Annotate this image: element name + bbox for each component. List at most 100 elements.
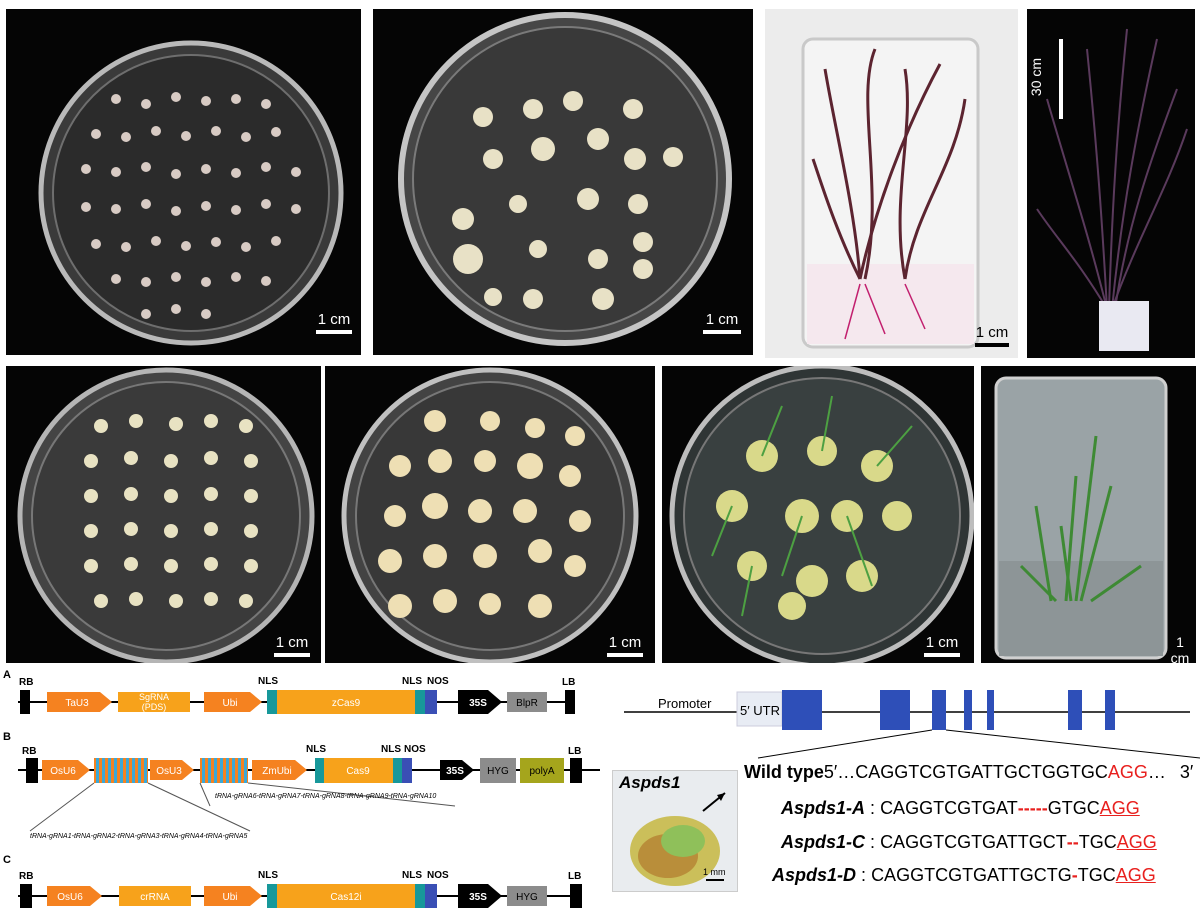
scale-bar: 1 cm <box>274 634 310 657</box>
array1-callout-line-right <box>147 782 251 832</box>
ubi-label: Ubi <box>222 892 237 903</box>
lb-label: LB <box>568 871 581 882</box>
deletion-gap: - <box>1071 865 1078 885</box>
exon-6 <box>1068 690 1082 730</box>
scale-label: 1 cm <box>317 311 351 328</box>
panel-label: A <box>3 669 11 681</box>
scale-bar: 1 cm <box>924 634 960 657</box>
nls-block-2 <box>415 690 425 714</box>
polya-label: polyA <box>529 766 554 777</box>
osu3-label: OsU3 <box>156 766 182 777</box>
scale-bar: 1 cm <box>607 634 643 657</box>
cas9-cds <box>324 758 393 783</box>
deletion-gap: ----- <box>1017 798 1048 818</box>
suffix-sequence: TGC <box>1077 865 1116 885</box>
vector-construct-diagrams: A RB TaU3 SgRNA (PDS) Ubi NLS zCas9 NLS … <box>3 669 600 908</box>
osu6-label: OsU6 <box>50 766 76 777</box>
nls-block-1 <box>267 690 277 714</box>
p35s-label: 35S <box>469 698 487 709</box>
scale-bar: 1 cm <box>1167 634 1193 663</box>
zoom-line-left <box>757 729 933 759</box>
rb-label: RB <box>22 746 36 757</box>
nos-terminator <box>402 758 412 783</box>
lb-label: LB <box>562 677 575 688</box>
scale-bar: 1 cm <box>316 311 352 334</box>
tau3-label: TaU3 <box>65 698 89 709</box>
cas12i-label: Cas12i <box>330 892 361 903</box>
panel-label: B <box>3 731 11 743</box>
trna-grna-array-1 <box>94 758 148 783</box>
panel-label: C <box>3 854 11 866</box>
array2-callout-line-right <box>247 782 456 807</box>
mutant-name: Aspds1-D <box>772 865 857 885</box>
nls-label-1: NLS <box>258 870 278 881</box>
blpr-marker <box>507 692 547 712</box>
lb-label: LB <box>568 746 581 757</box>
osu3-promoter <box>150 760 194 780</box>
array1-sequence-label: tRNA-gRNA1-tRNA-gRNA2-tRNA-gRNA3-tRNA-gR… <box>30 833 248 840</box>
lb-border <box>565 690 575 714</box>
sgrna-pds <box>118 692 190 712</box>
wild-type-row: Wild type5′…CAGGTCGTGATTGCTGGTGCAGG…3′ <box>744 762 1193 783</box>
exon-2 <box>880 690 910 730</box>
hyg-marker <box>507 886 547 906</box>
zcas9-label: zCas9 <box>332 698 361 709</box>
crrna-label: crRNA <box>140 892 170 903</box>
wild-type-label: Wild type <box>744 762 824 782</box>
array1-callout-line-left <box>29 782 95 832</box>
deletion-gap: -- <box>1066 832 1079 852</box>
scale-bar <box>706 879 724 881</box>
scale-label: 1 cm <box>1170 634 1190 663</box>
pam-sequence: AGG <box>1107 762 1148 782</box>
photo-callus-plate-1: 1 cm <box>6 9 361 355</box>
exon-4 <box>964 690 972 730</box>
mutant-name: Aspds1-A <box>781 798 866 818</box>
exon-5 <box>987 690 994 730</box>
p35s-label: 35S <box>446 766 464 777</box>
alignment-row: Aspds1-C : CAGGTCGTGATTGCT--TGCAGG <box>781 832 1157 853</box>
mutant-name: Aspds1-C <box>781 832 866 852</box>
prefix-sequence: CAGGTCGTGATTGCT <box>880 832 1067 852</box>
three-prime-label: 3′ <box>1179 762 1194 782</box>
osu6-promoter <box>47 886 102 906</box>
nls-label-1: NLS <box>258 676 278 687</box>
scale-bar: 1 cm <box>703 311 741 334</box>
scale-bar: 1 cm <box>975 324 1009 347</box>
prefix-sequence: CAGGTCGTGAT <box>880 798 1018 818</box>
scale-label: 30 cm <box>1028 57 1045 97</box>
blpr-label: BlpR <box>516 698 538 709</box>
rb-border <box>20 690 30 714</box>
scale-label: 1 cm <box>925 634 959 651</box>
five-prime-label: 5′… <box>823 762 856 782</box>
mutant-label: Aspds1 <box>619 773 681 792</box>
nls-label-2: NLS <box>381 744 401 755</box>
photo-shoot-regeneration-plate: 1 cm <box>662 366 974 663</box>
nls-label-1: NLS <box>306 744 326 755</box>
wt-sequence: CAGGTCGTGATTGCTGGTGC <box>855 762 1108 782</box>
osu6-promoter <box>42 760 90 780</box>
photo-green-plantlet-jar: 1 cm <box>981 366 1196 663</box>
osu6-label: OsU6 <box>57 892 83 903</box>
ubi-label: Ubi <box>222 698 237 709</box>
scale-label: 1 cm <box>705 311 739 328</box>
nos-label: NOS <box>427 870 449 881</box>
p35s-promoter <box>440 760 474 780</box>
photo-aspds1-albino-mutant: Aspds1 1 mm <box>612 770 738 892</box>
hyg-marker <box>480 758 516 783</box>
nls-block-1 <box>267 884 277 908</box>
exon-1 <box>782 690 822 730</box>
alignment-row: Aspds1-D : CAGGTCGTGATTGCTG-TGCAGG <box>772 865 1156 886</box>
construct-c: C RB OsU6 crRNA Ubi NLS Cas12i NLS NOS 3… <box>3 854 582 908</box>
colon: : <box>870 832 876 852</box>
ubi-promoter <box>204 886 262 906</box>
nls-block-1 <box>315 758 324 783</box>
construct-b: B RB OsU6 OsU3 ZmUbi NLS Cas9 NLS <box>3 731 600 840</box>
tau3-promoter <box>47 692 112 712</box>
nos-label: NOS <box>427 676 449 687</box>
cas12i-cds <box>277 884 415 908</box>
scale-bar-vertical: 30 cm <box>1028 39 1073 119</box>
nos-terminator <box>425 884 437 908</box>
sgrna-sublabel: (PDS) <box>142 702 167 712</box>
cas9-label: Cas9 <box>346 766 370 777</box>
construct-a: A RB TaU3 SgRNA (PDS) Ubi NLS zCas9 NLS … <box>3 669 575 714</box>
